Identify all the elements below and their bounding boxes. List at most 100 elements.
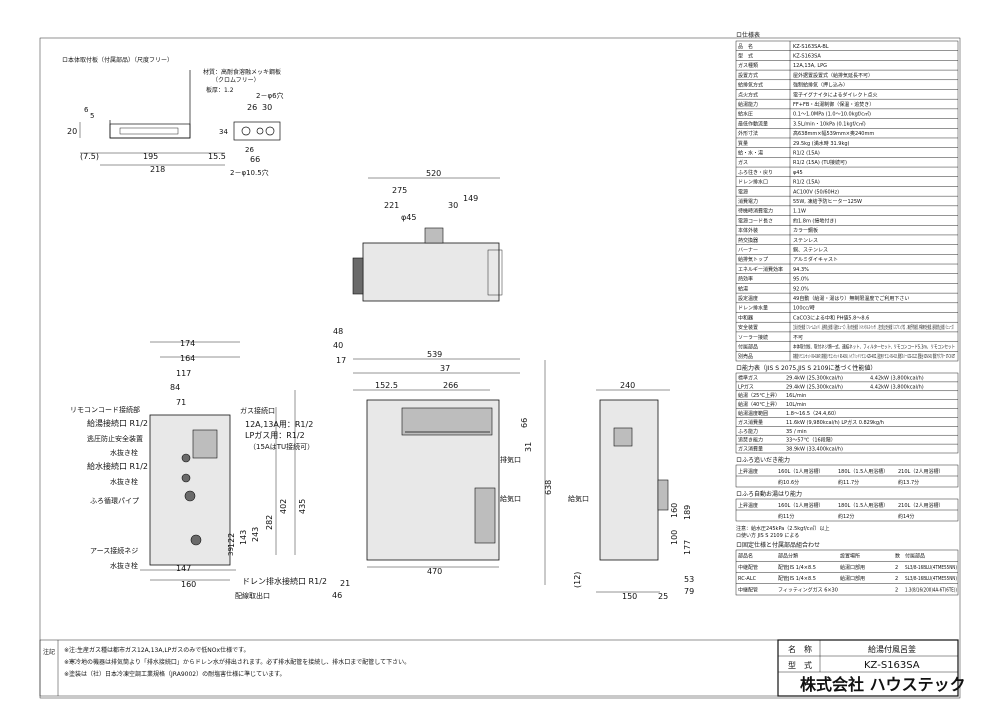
name-value: 給湯付風呂釜: [868, 644, 916, 654]
notes-label: 注記: [43, 648, 55, 656]
cap-row-value-2: 4.42kW (3,800kcal/h): [870, 375, 924, 381]
gas-inlet-label: ガス接続口: [240, 406, 275, 415]
spec-row-label: ガス種類: [738, 62, 758, 69]
spec-row-value: KZ-S163SA: [793, 54, 821, 60]
intake-label: 給気口: [500, 494, 521, 503]
bath-cell: 160L（1人用浴槽）: [778, 502, 824, 509]
cap-row-label: 追焚き能力: [738, 437, 763, 444]
cap-row-value: 10L/min: [786, 402, 806, 408]
dim-243: 243: [251, 527, 260, 542]
parts-cell: 2: [895, 576, 898, 582]
water-inlet-label: 給水接続口 R1/2: [87, 461, 148, 471]
spec-row-value: 95.0%: [793, 277, 809, 283]
gas-12a-label: 12A,13A用：R1/2: [245, 420, 313, 429]
parts-cell: SL3/8-16BLU(4TME55NN): [905, 565, 957, 571]
dim-7-5: (7.5): [80, 152, 99, 161]
spec-row-value: 本体取付板、取付ネジ類一式、連結ネット、フィルターセット, リモコンコード5.3…: [793, 343, 955, 350]
parts-cell: 中継配管: [738, 564, 758, 571]
dim-30-top: 30: [448, 201, 458, 210]
dim-30: 30: [262, 103, 272, 112]
spec-row-label: バーナー: [738, 247, 758, 253]
dim-218: 218: [150, 165, 165, 174]
cap-row-value: 16L/min: [786, 393, 806, 399]
dim-5: 5: [90, 112, 94, 120]
right-side-view: 240 給気口 189 160 177 100 (12) 53 79 150 2…: [568, 381, 694, 601]
spec-row-value: アルミダイキャスト: [793, 256, 838, 263]
top-view: 520 275 221 30 149 φ45: [352, 169, 503, 302]
dim-164: 164: [180, 354, 195, 363]
spec-row-value: 約1.8m (接地付き): [793, 217, 836, 224]
front-exhaust-grille: [401, 407, 493, 436]
parts-cell: 配管JIS 1/4×8.5: [778, 564, 816, 571]
spec-row-label: ガス: [738, 159, 748, 166]
bracket-hole1-label: 2－φ6穴: [256, 91, 284, 100]
left-box: [192, 429, 218, 459]
dim-15-5: 15.5: [208, 152, 226, 161]
spec-row-label: 電源: [738, 188, 748, 195]
bath-cell: 約12分: [838, 513, 854, 520]
dim-66: 66: [250, 155, 260, 164]
dim-84: 84: [170, 383, 180, 392]
dim-275: 275: [392, 186, 407, 195]
spec-row-value: φ45: [793, 170, 803, 176]
spec-row-value: 1.1W: [793, 209, 806, 215]
wiring-outlet-label: 配線取出口: [235, 591, 270, 600]
bath-cell: 約11.7分: [838, 479, 859, 486]
spec-row-value: 12A,13A, LPG: [793, 63, 827, 69]
front-intake: [474, 487, 496, 544]
bracket-material-note: （クロムフリー）: [212, 77, 260, 84]
top-view-flue: [424, 227, 444, 244]
parts-cell: 部品名: [738, 553, 753, 560]
dim-143: 143: [239, 530, 248, 545]
bracket-material: 材質：高耐食溶融メッキ鋼板: [203, 68, 281, 76]
dim-402: 402: [279, 499, 288, 514]
spec-row-label: 設定温度: [738, 295, 758, 302]
parts-cell: 1.3(8/16(200)4A-6T(6TE)): [905, 587, 957, 593]
bracket-end-view: [233, 121, 281, 141]
dim-539: 539: [427, 350, 442, 359]
sheet-border: [39, 37, 961, 699]
dim-39: 39: [227, 547, 235, 556]
spec-row-label: 待機時消費電力: [738, 208, 773, 215]
spec-row-value: 3.5L/min・10kPa (0.1kgf/c㎡): [793, 120, 866, 127]
relief-valve-label: 逃圧防止安全装置: [87, 434, 143, 443]
cap-row-value: 33～57℃（16段階）: [786, 437, 836, 444]
note-line-3: ※塗装は（社）日本冷凍空調工業規格（JRA9002）の耐塩害仕様に準じています。: [64, 670, 286, 678]
dim-26: 26: [247, 103, 257, 112]
dim-266: 266: [443, 381, 458, 390]
spec-row-label: 最低作動流量: [738, 120, 768, 127]
spec-row-value: 29.5kg (満水時 31.9kg): [793, 140, 850, 147]
bracket-hole2-label: 2－φ10.5穴: [230, 168, 269, 177]
spec-row-value: ステンレス: [793, 238, 818, 244]
spec-row-value: 銅、ステンレス: [793, 246, 828, 253]
dim-26b: 26: [245, 146, 254, 154]
spec-note-1: 注意：給水圧245kPa（2.5kgf/c㎡）以上: [736, 525, 830, 532]
dim-520: 520: [426, 169, 441, 178]
dim-phi45: φ45: [401, 213, 416, 222]
earth-screw-label: アース接続ネジ: [90, 546, 138, 555]
bracket-plate: [109, 123, 191, 139]
spec-row-label: 給湯: [738, 285, 748, 292]
drain-plug-2-label: 水抜き栓: [110, 477, 138, 486]
bath-cell: 210L（2人用浴槽）: [898, 502, 944, 509]
dim-53: 53: [684, 575, 694, 584]
dim-20: 20: [67, 127, 77, 136]
dim-17: 17: [336, 356, 346, 365]
spec-row-label: ふろ往き・戻り: [738, 169, 773, 176]
dim-79: 79: [684, 587, 694, 596]
parts-cell: 数: [895, 553, 900, 560]
parts-cell: 配管JIS 1/4×8.5: [778, 575, 816, 582]
bath2-title: ロふろ自動お湯はり能力: [736, 490, 802, 498]
spec-row-label: ドレン排水量: [738, 305, 768, 312]
spec-row-label: 安全装置: [738, 324, 758, 331]
cap-row-value: 1.8～16.5（24.4,60）: [786, 411, 839, 417]
dim-21: 21: [340, 579, 350, 588]
parts-cell: 2: [895, 587, 898, 593]
bath-cell: 160L（1人用浴槽）: [778, 468, 824, 475]
spec-row-value: 94.3%: [793, 267, 809, 273]
dim-34: 34: [219, 128, 228, 136]
spec-row-value: CaCO3による中和 PH値5.8～8.6: [793, 314, 869, 321]
cap-row-label: 給湯温度範囲: [738, 410, 768, 417]
spec-row-value: 不可: [793, 335, 803, 341]
